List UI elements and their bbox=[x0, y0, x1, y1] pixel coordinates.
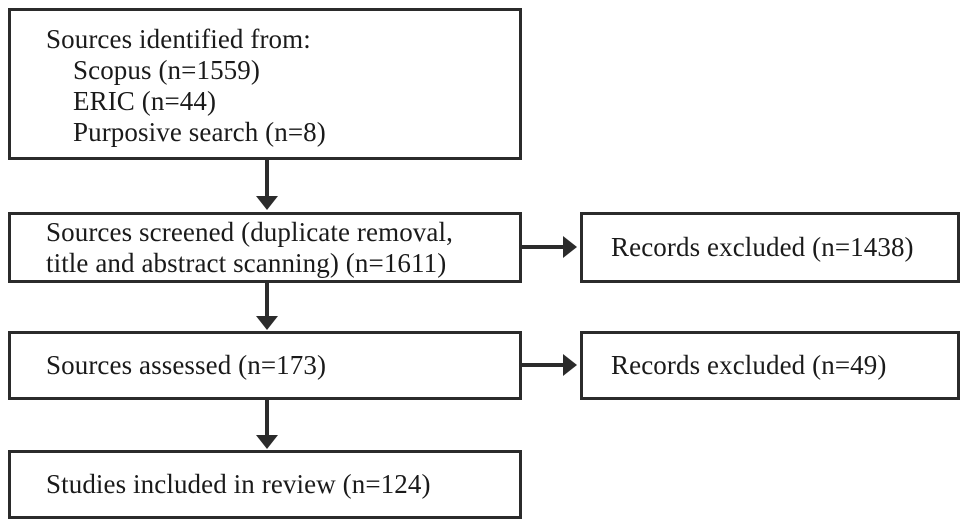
connector-assessed-to-included bbox=[265, 400, 269, 436]
node-line: Records excluded (n=49) bbox=[611, 350, 887, 380]
arrowhead-right-icon bbox=[563, 236, 577, 258]
node-line: Sources assessed (n=173) bbox=[46, 350, 327, 380]
node-line: Sources screened (duplicate removal, bbox=[46, 216, 453, 247]
node-line: Purposive search (n=8) bbox=[73, 117, 326, 147]
arrowhead-down-icon bbox=[256, 196, 278, 210]
node-sources-assessed: Sources assessed (n=173) bbox=[8, 331, 522, 400]
node-studies-included: Studies included in review (n=124) bbox=[8, 450, 522, 519]
node-line: title and abstract scanning) (n=1611) bbox=[46, 247, 447, 278]
node-records-excluded-screening: Records excluded (n=1438) bbox=[580, 212, 960, 283]
node-line: Sources identified from: bbox=[46, 24, 311, 54]
node-line: Scopus (n=1559) bbox=[73, 55, 260, 85]
connector-screened-to-excluded bbox=[522, 245, 564, 249]
arrowhead-right-icon bbox=[563, 354, 577, 376]
node-line: Studies included in review (n=124) bbox=[46, 469, 431, 499]
connector-screened-to-assessed bbox=[265, 283, 269, 317]
node-line: ERIC (n=44) bbox=[73, 86, 217, 116]
node-line: Records excluded (n=1438) bbox=[611, 232, 914, 262]
node-sources-screened: Sources screened (duplicate removal, tit… bbox=[8, 212, 522, 283]
node-records-excluded-assessment: Records excluded (n=49) bbox=[580, 331, 960, 400]
node-sources-identified: Sources identified from: Scopus (n=1559)… bbox=[8, 8, 522, 160]
connector-assessed-to-excluded bbox=[522, 363, 564, 367]
arrowhead-down-icon bbox=[256, 435, 278, 449]
connector-identified-to-screened bbox=[265, 160, 269, 198]
arrowhead-down-icon bbox=[256, 316, 278, 330]
